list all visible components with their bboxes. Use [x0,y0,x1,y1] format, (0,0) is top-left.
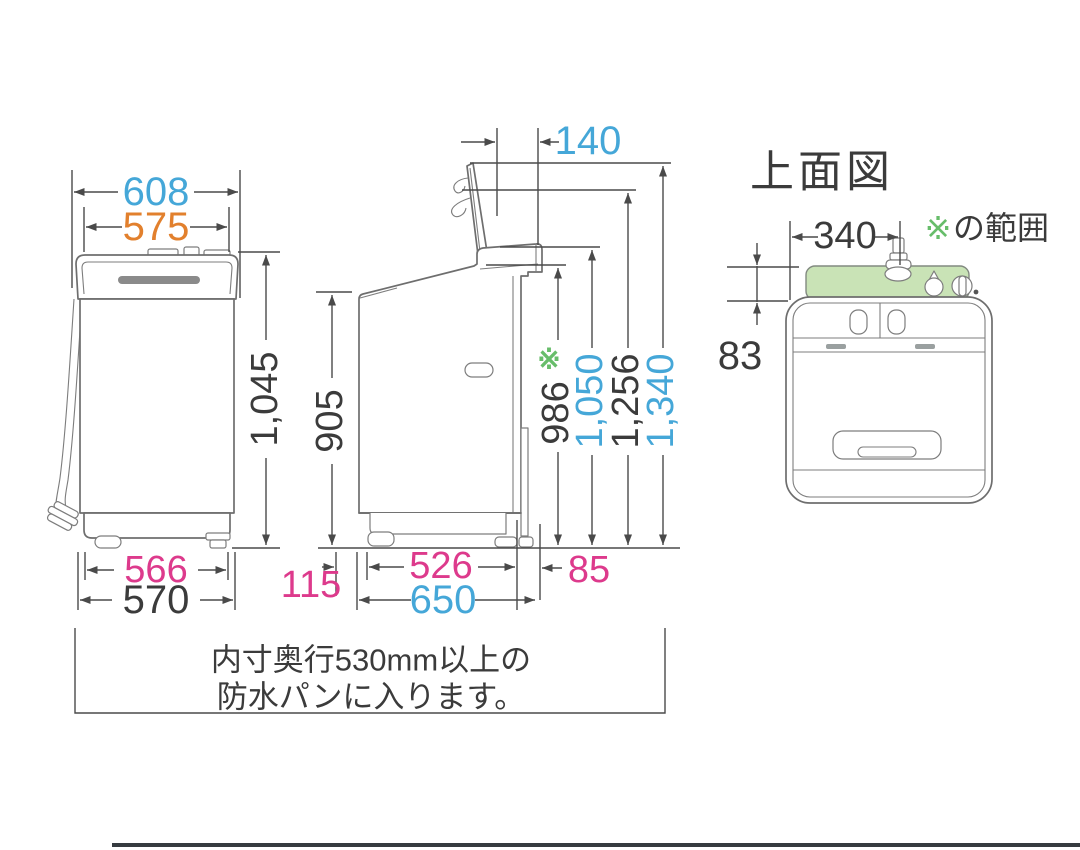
dim-front-feet-span: 566 [84,549,229,591]
lid-slot [849,309,868,335]
range-legend-label: の範囲 [953,210,1049,246]
dim-side-lid-height-a: 1,050 [500,246,611,545]
drain-hose [46,298,83,531]
side-view-dimensions: 140 905 ※ 986 1,050 1,256 [281,119,682,622]
note-line-2: 防水パンに入ります。 [217,680,525,715]
side-view-drawing [358,162,543,548]
handle-grip [857,446,917,458]
inlet-flange [889,252,908,261]
top-view-dimensions: 340 ※ の範囲 83 [718,210,1049,378]
top-view-title: 上面図 [750,148,894,197]
dim-label-575: 575 [123,205,190,249]
dim-label-115: 115 [281,564,342,606]
inlet-mount [884,266,912,282]
dim-side-body-height: 905 [309,291,352,545]
dim-label-83: 83 [718,334,763,378]
dim-label-1045: 1,045 [244,351,286,446]
dim-label-1256: 1,256 [605,353,647,448]
right-foot-bolt [209,539,227,549]
dim-side-foot-depth: 526 [366,520,518,610]
dim-label-526: 526 [409,545,472,587]
dim-side-total-depth: 650 [356,552,535,622]
dim-front-base-width: 570 [77,552,236,622]
dim-label-140: 140 [555,119,622,163]
hinge-tick [915,344,935,349]
lid-inner-line [469,167,482,261]
dim-front-height: 1,045 [232,251,286,549]
side-plinth [369,513,507,535]
front-top-line [359,287,398,299]
panel-inner-line [81,261,233,295]
dim-top-inlet-offset: 340 [789,215,901,300]
right-foot-flange [205,532,231,541]
hose-rib [46,513,73,531]
top-view-drawing: 上面図 [750,148,993,504]
knob-icons [924,270,979,297]
dim-label-650: 650 [410,578,477,622]
dim-front-body-width: 575 [83,205,230,252]
rear-strip-foot [518,536,534,548]
lid-slot [887,309,906,335]
dim-side-lid-height-b: 1,256 [462,189,647,545]
hose-coupling [46,501,79,531]
dim-label-85: 85 [568,549,610,591]
drop-knob [924,277,944,297]
dim-front-outer-width: 608 [71,170,241,298]
dim-top-rear-panel-depth: 83 [718,243,799,378]
hose-outline [55,298,75,511]
dim-side-max-height: 1,340 [470,162,682,545]
dim-label-566: 566 [124,549,187,591]
reference-mark: ※ [537,344,560,375]
dim-label-570: 570 [123,578,190,622]
front-view-dimensions: 608 575 1,045 566 [71,170,286,622]
rear-strip [520,427,529,537]
left-foot [94,535,122,549]
cabinet-body [79,298,235,514]
installation-note: 内寸奥行530mm以上の 防水パンに入ります。 [74,628,666,715]
dim-side-front-overhang: 115 [281,552,342,606]
note-bracket [74,628,666,714]
front-view-drawing [46,246,239,549]
side-cabinet [358,243,543,514]
handle-recess [832,430,942,460]
rear-foot [494,536,518,548]
reference-mark: ※ [925,210,952,246]
panel-display-slot [118,276,200,284]
lid-handle [832,430,942,460]
inlet-pipe [892,237,905,254]
lid-hook [451,197,471,218]
front-foot [367,531,395,547]
top-cabinet-inner [792,302,986,498]
dim-side-rear-clearance: 85 [539,524,610,600]
dim-label-986: 986 [535,381,577,444]
side-handle [464,362,494,378]
dim-label-1050: 1,050 [569,353,611,448]
dial-knob-bar [958,275,967,297]
indicator-dot [973,289,979,295]
dim-label-340: 340 [813,215,876,257]
control-panel [75,254,239,300]
hinge-tick [826,344,846,349]
dim-label-1340: 1,340 [640,353,682,448]
hose-outline [64,298,83,509]
dim-side-lid-offset: 140 [461,119,621,245]
note-line-1: 内寸奥行530mm以上の [211,643,531,678]
dim-label-608: 608 [123,170,190,214]
range-legend: ※ の範囲 [925,210,1049,246]
water-inlet-icon [884,237,912,282]
dim-label-905: 905 [309,389,351,452]
dim-side-panel-top-height: ※ 986 [486,264,577,545]
